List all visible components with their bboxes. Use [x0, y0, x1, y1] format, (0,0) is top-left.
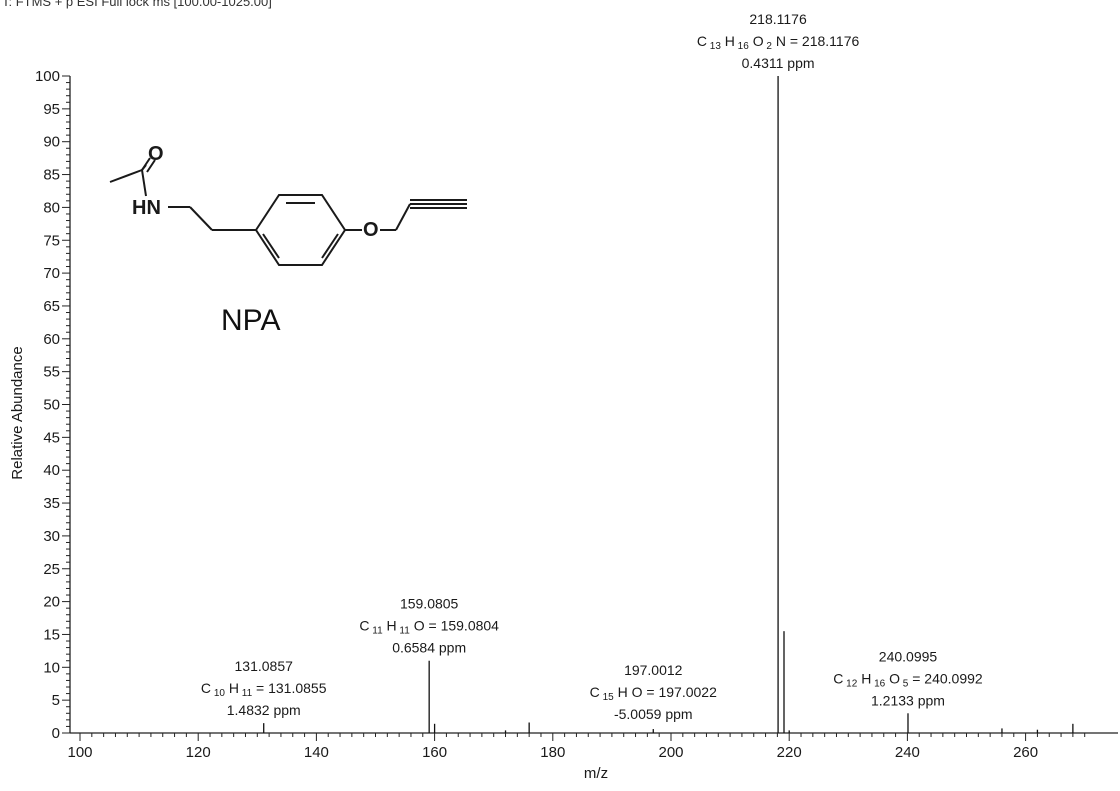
y-tick-label: 75 — [43, 232, 60, 249]
peak-ppm-label: 0.4311 ppm — [742, 55, 815, 71]
y-tick-label: 90 — [43, 134, 60, 151]
y-tick-label: 30 — [43, 528, 60, 545]
peak-annotations: 218.1176 C 13 H 16 O 2 N = 218.1176 0.4311… — [201, 11, 983, 722]
peak-mz-label: 197.0012 — [624, 662, 683, 678]
mol-bond — [395, 203, 411, 231]
peak-mz-label: 131.0857 — [235, 658, 294, 674]
peak-ppm-label: 1.2133 ppm — [871, 692, 945, 708]
x-tick-label: 120 — [186, 744, 211, 761]
y-tick-label: 20 — [43, 594, 60, 611]
mol-bond — [262, 233, 280, 259]
x-tick-label: 140 — [304, 744, 329, 761]
peak-mz-label: 218.1176 — [749, 11, 807, 27]
y-tick-label: 85 — [43, 167, 60, 184]
chart-axes: 0 5 10 15 20 25 30 35 40 45 50 55 60 65 70 75 80 85 90 95 10… — [35, 68, 1118, 761]
peak-mz-label: 240.0995 — [879, 648, 938, 664]
x-tick-label: 160 — [422, 744, 447, 761]
benzene-ring — [254, 194, 347, 266]
y-tick-label: 95 — [43, 101, 60, 118]
peak-formula-label: C 10 H 11 = 131.0855 — [201, 680, 327, 699]
x-tick-label: 220 — [777, 744, 802, 761]
y-tick-label: 10 — [43, 659, 60, 676]
peak-formula-label: C 11 H 11 O = 159.0804 — [359, 618, 499, 637]
peak-ppm-label: 0.6584 ppm — [392, 640, 466, 656]
y-tick-label: 5 — [52, 692, 60, 709]
compound-name: NPA — [221, 304, 280, 337]
x-tick-label: 200 — [658, 744, 683, 761]
x-tick-label: 180 — [540, 744, 565, 761]
peak-mz-label: 159.0805 — [400, 596, 459, 612]
y-tick-label: 80 — [43, 199, 60, 216]
y-tick-label: 45 — [43, 429, 60, 446]
x-axis-label: m/z — [584, 765, 608, 782]
y-axis-label: Relative Abundance — [9, 346, 26, 479]
mol-atom-o-ether: O — [363, 219, 379, 241]
mol-bond — [321, 233, 339, 259]
y-tick-label: 25 — [43, 561, 60, 578]
y-tick-label: 40 — [43, 462, 60, 479]
mol-bond — [109, 169, 143, 183]
peak-formula-label: C 13 H 16 O 2 N = 218.1176 — [697, 33, 860, 52]
x-tick-label: 240 — [895, 744, 920, 761]
y-tick-label: 35 — [43, 495, 60, 512]
y-tick-label: 15 — [43, 626, 60, 643]
y-tick-label: 55 — [43, 364, 60, 381]
peak-formula-label: C 15 H O = 197.0022 — [590, 684, 717, 703]
mol-bond — [189, 206, 213, 231]
mol-atom-nh: HN — [132, 197, 161, 219]
peak-formula-label: C 12 H 16 O 5 = 240.0992 — [833, 670, 983, 689]
y-tick-label: 65 — [43, 298, 60, 315]
x-tick-label: 260 — [1013, 744, 1038, 761]
peak-ppm-label: -5.0059 ppm — [614, 706, 693, 722]
spectrum-header: T: FTMS + p ESI Full lock ms [100.00-102… — [2, 0, 272, 9]
y-tick-label: 60 — [43, 331, 60, 348]
mol-bond — [141, 157, 151, 171]
mol-atom-o-carbonyl: O — [148, 143, 164, 165]
y-tick-label: 50 — [43, 397, 60, 414]
npa-structure-drawing — [109, 157, 467, 266]
peak-ppm-label: 1.4832 ppm — [227, 702, 301, 718]
mol-bond — [141, 169, 147, 197]
mol-bond — [146, 159, 156, 173]
x-tick-label: 100 — [67, 744, 92, 761]
peak-bars — [263, 76, 1074, 733]
y-tick-label: 0 — [52, 725, 60, 742]
y-tick-label: 100 — [35, 68, 60, 85]
y-tick-label: 70 — [43, 265, 60, 282]
